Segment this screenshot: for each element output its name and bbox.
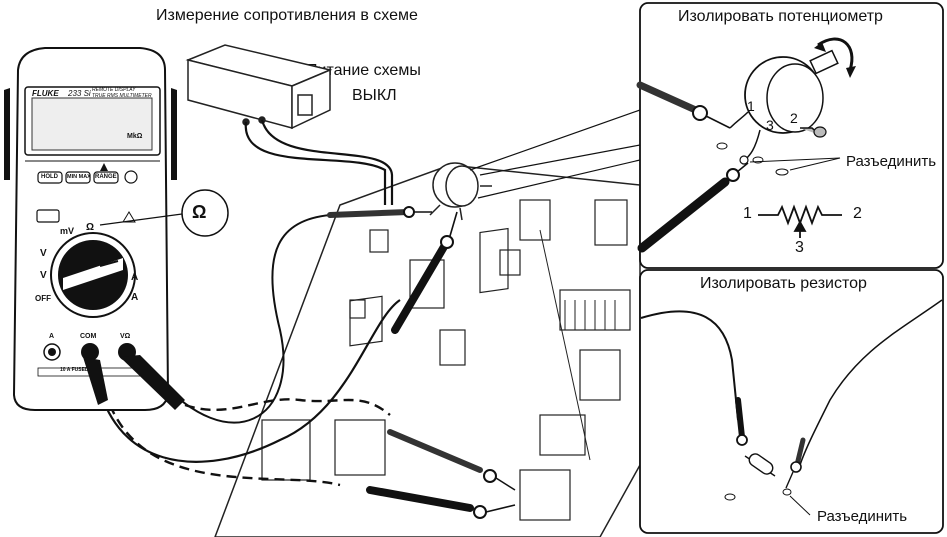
resistor-icon [748, 453, 774, 475]
hold-button-label[interactable]: HOLD [41, 174, 58, 180]
dial-off-label: OFF [35, 294, 51, 303]
black-test-lead [93, 211, 458, 463]
meter-lcd [31, 97, 153, 151]
minmax-button-label[interactable]: MIN MAX [67, 174, 91, 180]
zoom-lines [469, 109, 641, 199]
schematic-terminal-2: 2 [853, 205, 862, 222]
power-label-line2: ВЫКЛ [352, 87, 397, 104]
circuit-board [214, 164, 641, 537]
jack-fused-label: 10 A FUSED [60, 367, 89, 373]
lower-probes [366, 429, 516, 519]
red-test-lead [157, 206, 432, 424]
power-label-line1: Питание схемы [306, 62, 421, 79]
jack-a-label: A [49, 333, 55, 340]
meter-desc-2: TRUE RMS MULTIMETER [92, 93, 152, 99]
display-remove-button [36, 209, 60, 223]
pot-pin-2: 2 [790, 110, 798, 126]
meter-brand: FLUKE [32, 89, 59, 98]
minmax-button [65, 171, 91, 184]
warning-icon [122, 211, 136, 223]
diagram-title: Измерение сопротивления в схеме [156, 7, 418, 24]
power-switch-icon [297, 94, 313, 116]
schematic-terminal-1: 1 [743, 205, 752, 222]
pot-pin-1: 1 [747, 98, 755, 114]
backlight-button [124, 170, 138, 184]
dial-hz-v-label: V [40, 270, 47, 281]
multimeter [4, 47, 185, 411]
res-disconnect-label: Разъединить [817, 508, 908, 525]
jack-vohm-label: VΩ [120, 333, 131, 340]
jack-com-label: COM [80, 333, 97, 340]
board-potentiometer [429, 162, 492, 221]
meter-model: 233 Si [68, 89, 91, 98]
ohm-callout [99, 189, 229, 237]
potentiometer-schematic [758, 204, 842, 238]
panel-res-title: Изолировать резистор [700, 275, 867, 292]
alternate-leads-dashed [108, 398, 391, 487]
pot-disconnect-label: Разъединить [846, 153, 937, 170]
pot-pin-3: 3 [766, 117, 774, 133]
panel-pot-title: Изолировать потенциометр [678, 8, 883, 25]
power-supply-box [185, 44, 333, 130]
dial-mv-label: mV [60, 226, 75, 236]
schematic-terminal-3: 3 [795, 239, 804, 256]
power-leads [244, 119, 394, 205]
hold-button [37, 171, 63, 184]
rotate-arrow-icon [846, 66, 856, 78]
meter-desc-1: REMOTE DISPLAY [92, 87, 136, 93]
range-button-label[interactable]: RANGE [95, 174, 117, 180]
panel-resistor [639, 269, 944, 534]
dial-a-label: A [131, 272, 139, 283]
ohm-callout-label: Ω [192, 202, 207, 222]
dial-a-dc-label: A [131, 292, 139, 303]
meter-display-unit: MkΩ [127, 133, 143, 140]
dial-ohm-label: Ω [86, 222, 95, 233]
panel-potentiometer [636, 2, 944, 269]
rotary-dial [50, 232, 136, 318]
range-button [93, 171, 119, 184]
dial-v-dc-label: V [40, 248, 47, 259]
